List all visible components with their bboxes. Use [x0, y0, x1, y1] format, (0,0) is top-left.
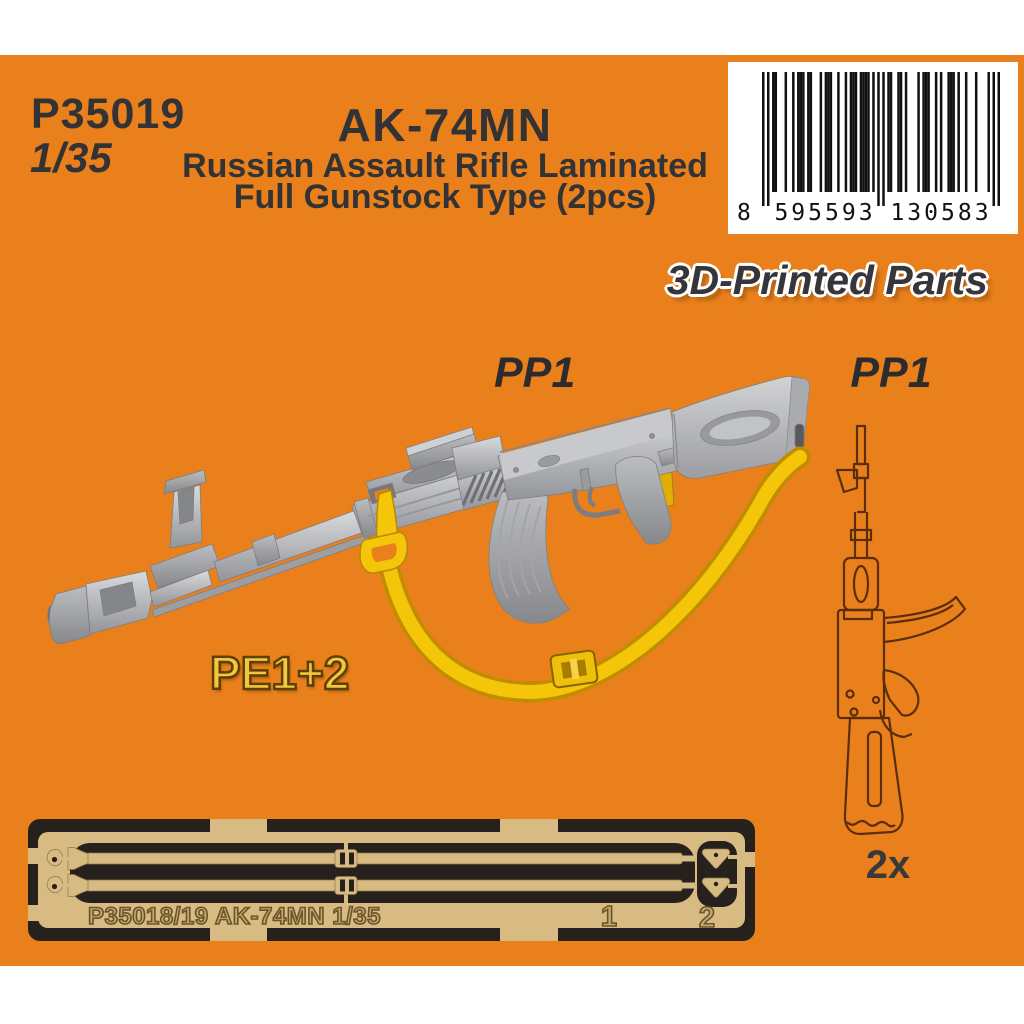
rifle-line-drawing [835, 424, 967, 836]
fret-part-number-1: 1 [600, 901, 618, 933]
barcode-right-digits: 130583 [890, 200, 992, 226]
sling-buckle [549, 649, 599, 689]
scale-label: 1/35 [30, 134, 112, 181]
quantity-label: 2x [865, 843, 911, 887]
fret-part-number-2: 2 [698, 902, 716, 934]
part-label-pp1-main: PP1 [494, 349, 576, 397]
product-code: P35019 [31, 90, 186, 138]
part-label-pp1-side: PP1 [850, 349, 932, 397]
printed-parts-badge: 3D-Printed Parts [666, 257, 988, 303]
pe-fret [28, 819, 755, 941]
fret-sling-parts [46, 843, 737, 903]
kit-title: AK-74MN [337, 99, 553, 151]
rifle-render [47, 376, 810, 645]
barcode-lead-digit: 8 [737, 200, 751, 226]
ean-barcode: 8 595593 130583 [728, 62, 1018, 234]
fret-etched-text: P35018/19 AK-74MN 1/35 [87, 903, 381, 930]
barcode-left-digits: 595593 [774, 200, 876, 226]
pe-parts-label: PE1+2 [209, 647, 351, 699]
kit-subtitle-line1: Russian Assault Rifle Laminated [182, 147, 708, 185]
sling-render [359, 446, 811, 703]
kit-subtitle-line2: Full Gunstock Type (2pcs) [233, 178, 657, 216]
barcode-bars [762, 72, 1000, 206]
